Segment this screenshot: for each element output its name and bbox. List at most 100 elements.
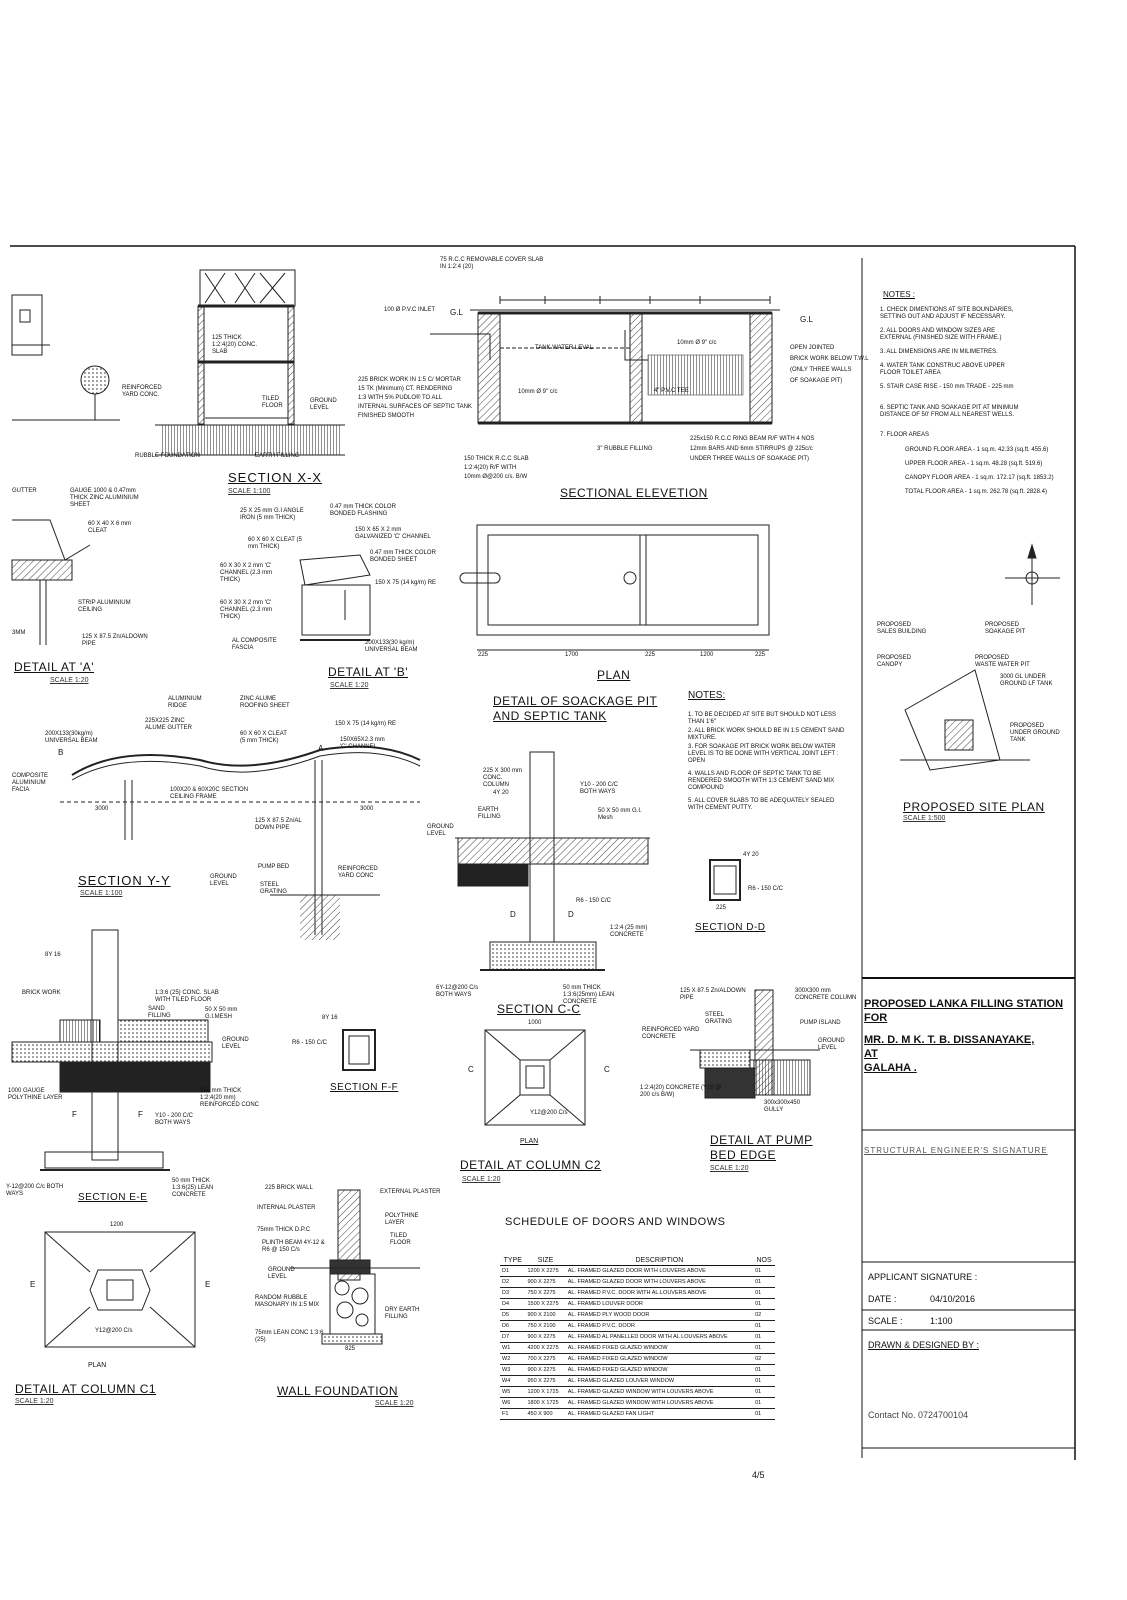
date-value: 04/10/2016 <box>930 1294 976 1304</box>
se-open-joint-label: OPEN JOINTED <box>790 345 835 351</box>
se-brick-label: 225 BRICK WORK IN 1:5 C/ MORTAR <box>358 377 461 383</box>
schedule-cell-size: 1200 X 2275 <box>525 1265 566 1277</box>
schedule-cell-size: 4200 X 2275 <box>525 1342 566 1354</box>
schedule-cell-nos: 01 <box>753 1364 775 1376</box>
wf-plinth: PLINTH BEAM 4Y-12 & R6 @ 150 C/s <box>262 1240 325 1253</box>
wf-rubble: RANDOM RUBBLE MASONARY IN 1:5 MIX <box>255 1295 320 1308</box>
se-slab-rf-label: 1:2:4(20) R/F WITH <box>464 465 517 471</box>
yy-mark-b: B <box>58 748 64 757</box>
cc-y10: Y10 - 200 C/C BOTH WAYS <box>580 782 619 795</box>
schedule-cell-size: 1500 X 2275 <box>525 1298 566 1310</box>
schedule-cell-nos: 01 <box>753 1386 775 1398</box>
xx-earth-label: EARTH FILLING <box>255 453 300 459</box>
cc-ground: GROUND LEVEL <box>427 824 454 837</box>
engineer-signature-label: STRUCTURAL ENGINEER'S SIGNATURE <box>864 1146 1048 1155</box>
plan-dim-4: 1200 <box>700 652 714 658</box>
schedule-cell-nos: 01 <box>753 1331 775 1343</box>
pb-island: PUMP ISLAND <box>800 1020 841 1026</box>
c1-plan-label: PLAN <box>88 1362 107 1369</box>
wf-dim: 825 <box>345 1346 356 1352</box>
detail-b-channel-2: 60 X 30 X 2 mm 'C' CHANNEL (2.3 mm THICK… <box>220 600 273 620</box>
schedule-cell-description: AL. FRAMED FIXED GLAZED WINDOW <box>565 1342 754 1354</box>
c1-mark-e2: E <box>205 1280 211 1289</box>
schedule-cell-description: AL. FRAMED GLAZED WINDOW WITH LOUVERS AB… <box>565 1397 754 1409</box>
section-dd-drawing <box>709 859 741 901</box>
se-tee-label: 4" P.V.C TEE <box>654 388 689 394</box>
c2-dim: 1000 <box>528 1020 542 1026</box>
schedule-cell-description: AL. FRAMED PLY WOOD DOOR <box>565 1309 754 1321</box>
c1-mark-e1: E <box>30 1280 36 1289</box>
pb-gully: 300x300x450 GULLY <box>764 1100 801 1113</box>
yy-c-channel: 150X65X2.3 mm 'C' CHANNEL <box>340 737 385 750</box>
ee-sand: SAND FILLING <box>148 1006 171 1019</box>
ee-8y16: 8Y 16 <box>45 952 61 958</box>
schedule-cell-description: AL. FRAMED AL PANELLED DOOR WITH AL LOUV… <box>565 1331 754 1343</box>
schedule-cell-size: 1200 X 1725 <box>525 1386 566 1398</box>
schedule-cell-description: AL. FRAMED P.V.C. DOOR WITH AL.LOUVERS A… <box>565 1287 754 1299</box>
xx-yard-conc-label: REINFORCED YARD CONC. <box>122 385 162 398</box>
ee-lean: 50 mm THICK 1:3:6(25) LEAN CONCRETE <box>172 1178 214 1198</box>
detail-b-drawing <box>299 554 371 641</box>
schedule-cell-nos: 02 <box>753 1309 775 1321</box>
section-xx-drawing <box>155 269 345 456</box>
wf-lean: 75mm LEAN CONC 1:3:6 (25) <box>255 1330 324 1343</box>
yy-ceiling-frame: 100X20 & 60X20C SECTION CEILING FRAME <box>170 787 249 800</box>
floor-area-ground: GROUND FLOOR AREA - 1 sq.m. 42.33 (sq.ft… <box>905 447 1049 453</box>
detail-b-flashing: 0.47 mm THICK COLOR BONDED FLASHING <box>330 504 396 517</box>
notes-top-1: 1. CHECK DIMENTIONS AT SITE BOUNDARIES, … <box>880 307 1014 320</box>
schedule-cell-type: W1 <box>500 1342 526 1354</box>
se-bar-spacing-label: 10mm Ø 9" c/c <box>677 340 717 346</box>
se-bar-spacing-2: 10mm Ø 9" c/c <box>518 389 558 395</box>
schedule-header-nos: NOS <box>753 1255 775 1266</box>
schedule-cell-nos: 01 <box>753 1408 775 1420</box>
notes-mid-1: 1. TO BE DECIDED AT SITE BUT SHOULD NOT … <box>688 712 837 725</box>
section-xx-scale: SCALE 1:100 <box>228 488 271 495</box>
building-sketch <box>11 294 120 421</box>
pb-ground: GROUND LEVEL <box>818 1038 845 1051</box>
section-ee-drawing <box>11 929 213 1171</box>
notes-top-7: 7. FLOOR AREAS <box>880 432 930 438</box>
scale-label: SCALE : <box>868 1316 903 1326</box>
pump-bed-drawing <box>690 989 820 1099</box>
schedule-cell-type: D7 <box>500 1331 526 1343</box>
detail-a-3mm: 3MM <box>12 630 26 636</box>
section-ff-title: SECTION F-F <box>330 1082 399 1093</box>
cc-mark-d1: D <box>510 910 516 919</box>
schedule-cell-description: AL. FRAMED GLAZED LOUVER WINDOW <box>565 1375 754 1387</box>
c2-bars: Y12@200 C/s <box>530 1110 568 1116</box>
wf-dry-earth: DRY EARTH FILLING <box>385 1307 420 1320</box>
schedule-cell-description: AL. FRAMED GLAZED DOOR WITH LOUVERS ABOV… <box>565 1265 754 1277</box>
se-three-walls-label: (ONLY THREE WALLS <box>790 367 852 373</box>
cc-mesh: 50 X 50 mm G.I. Mesh <box>598 808 642 821</box>
schedule-cell-type: W5 <box>500 1386 526 1398</box>
schedule-cell-type: D2 <box>500 1276 526 1288</box>
yy-pump-bed: PUMP BED <box>258 864 290 870</box>
yy-gutter: 225X225 ZINC ALUME GUTTER <box>145 718 193 731</box>
detail-a-scale: SCALE 1:20 <box>50 677 89 684</box>
schedule-cell-type: W2 <box>500 1353 526 1365</box>
notes-top-2: 2. ALL DOORS AND WINDOW SIZES ARE EXTERN… <box>880 328 1002 341</box>
schedule-cell-type: W6 <box>500 1397 526 1409</box>
schedule-cell-type: D6 <box>500 1320 526 1332</box>
detail-b-scale: SCALE 1:20 <box>330 682 369 689</box>
cc-r6: R6 - 150 C/C <box>576 898 612 904</box>
drawn-designed-label: DRAWN & DESIGNED BY : <box>868 1340 980 1350</box>
schedule-cell-type: D3 <box>500 1287 526 1299</box>
schedule-cell-type: D5 <box>500 1309 526 1321</box>
site-plan-scale: SCALE 1:500 <box>903 815 946 822</box>
schedule-cell-nos: 01 <box>753 1298 775 1310</box>
ee-mark-f1: F <box>72 1110 77 1119</box>
schedule-cell-nos: 02 <box>753 1353 775 1365</box>
pb-yard: REINFORCED YARD CONCRETE <box>642 1027 700 1040</box>
c2-plan-label: PLAN <box>520 1138 539 1145</box>
ee-polythine: 1000 GAUGE POLYTHINE LAYER <box>8 1088 63 1101</box>
section-ee-title: SECTION E-E <box>78 1192 148 1203</box>
wf-ground: GROUND LEVEL <box>268 1267 295 1280</box>
notes-mid-4: 4. WALLS AND FLOOR OF SEPTIC TANK TO BE … <box>688 771 835 791</box>
sectional-elevation-title: SECTIONAL ELEVETION <box>560 486 708 500</box>
schedule-cell-type: F1 <box>500 1408 526 1420</box>
